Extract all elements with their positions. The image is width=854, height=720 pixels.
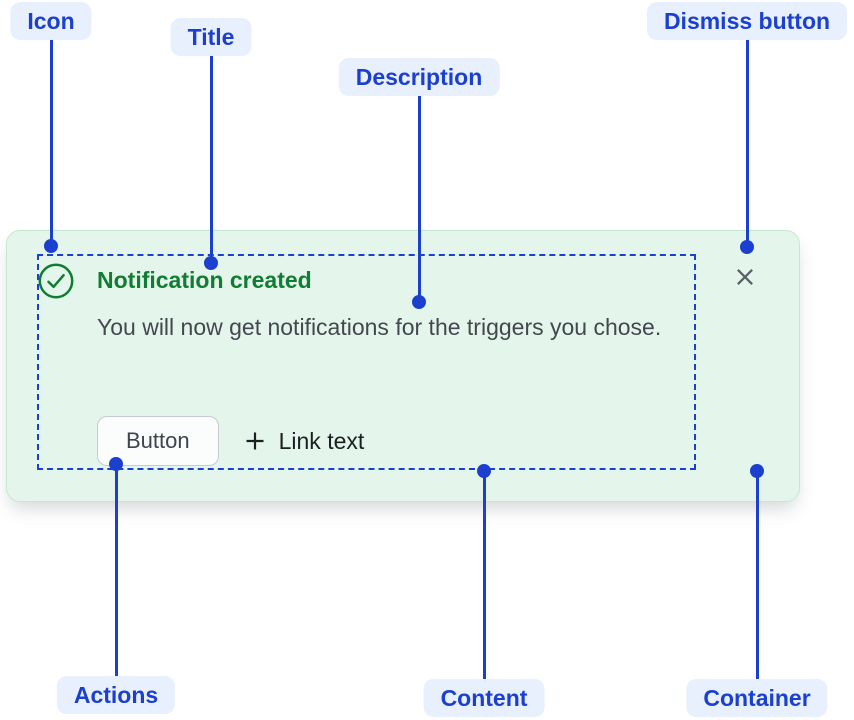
plus-icon bbox=[243, 429, 267, 453]
annotation-line-icon bbox=[50, 40, 53, 246]
annotation-dot-title bbox=[204, 256, 218, 270]
annotation-label-dismiss-button: Dismiss button bbox=[646, 2, 848, 40]
annotation-dot-content bbox=[477, 464, 491, 478]
annotation-line-description bbox=[418, 96, 421, 302]
annotation-line-dismiss-button bbox=[746, 40, 749, 247]
annotation-label-icon: Icon bbox=[10, 2, 92, 40]
annotation-line-container bbox=[756, 471, 759, 679]
action-link[interactable]: Link text bbox=[243, 427, 365, 455]
notification-container: Notification created You will now get no… bbox=[6, 230, 800, 502]
annotation-line-title bbox=[210, 56, 213, 263]
action-link-label: Link text bbox=[278, 427, 365, 454]
dismiss-button[interactable] bbox=[729, 261, 761, 293]
check-circle-icon bbox=[37, 262, 75, 300]
close-icon bbox=[732, 264, 758, 290]
annotation-dot-actions bbox=[109, 457, 123, 471]
notification-actions: Button Link text bbox=[97, 416, 364, 466]
notification-description: You will now get notifications for the t… bbox=[97, 314, 662, 340]
annotation-dot-container bbox=[750, 464, 764, 478]
annotation-label-content: Content bbox=[423, 679, 545, 717]
annotation-dot-description bbox=[412, 295, 426, 309]
annotation-dot-icon bbox=[44, 239, 58, 253]
annotation-dot-dismiss-button bbox=[740, 240, 754, 254]
annotation-label-description: Description bbox=[338, 58, 500, 96]
annotation-label-actions: Actions bbox=[56, 676, 176, 714]
notification-title: Notification created bbox=[97, 267, 312, 293]
annotation-line-actions bbox=[115, 464, 118, 676]
content-region-outline bbox=[37, 254, 696, 470]
annotation-line-content bbox=[483, 471, 486, 679]
annotation-label-title: Title bbox=[170, 18, 252, 56]
annotation-label-container: Container bbox=[686, 679, 828, 717]
